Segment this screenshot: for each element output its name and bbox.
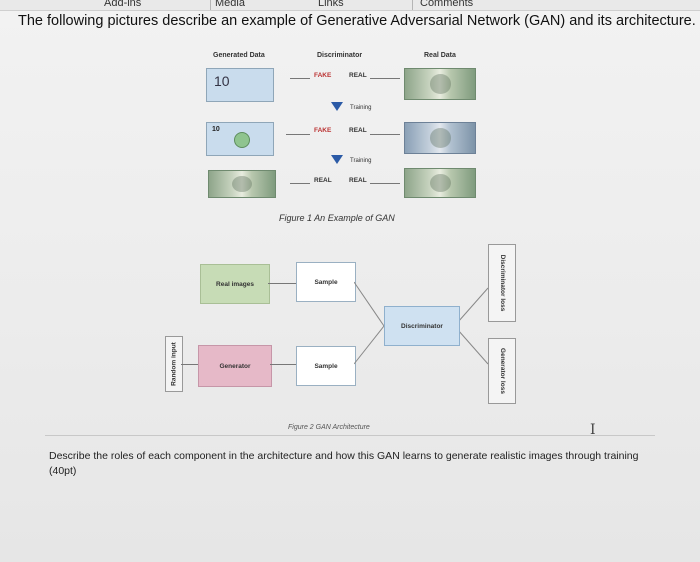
ribbon-tab-bar: Add-ins Media Links Comments	[0, 0, 700, 11]
generator-label: Generator	[219, 362, 251, 370]
discriminator-box: Discriminator	[384, 306, 460, 346]
label-fake: FAKE	[314, 127, 332, 134]
tab-links[interactable]: Links	[318, 0, 344, 9]
divider	[45, 435, 655, 436]
tab-separator	[210, 0, 211, 10]
discriminator-to-loss-line	[457, 329, 489, 365]
real-banknote-image	[404, 68, 476, 100]
generated-sample-1: 10	[206, 68, 274, 102]
tab-comments[interactable]: Comments	[420, 0, 474, 9]
digit-sample: 10	[214, 73, 230, 89]
digit-sample: 10	[212, 126, 220, 133]
question-text: Describe the roles of each component in …	[49, 450, 639, 477]
sample-label: Sample	[314, 362, 338, 370]
connector-line	[290, 183, 310, 184]
figure-2-caption: Figure 2 GAN Architecture	[288, 424, 370, 431]
connector-line	[370, 78, 400, 79]
sample-to-discriminator-line	[354, 325, 385, 365]
col-label-real-data: Real Data	[424, 52, 456, 59]
discriminator-to-loss-line	[457, 287, 489, 323]
col-label-generated-data: Generated Data	[213, 52, 265, 59]
label-real: REAL	[349, 127, 367, 134]
label-real: REAL	[314, 177, 332, 184]
tab-add-ins[interactable]: Add-ins	[104, 0, 142, 9]
discriminator-loss-label: Discriminator loss	[499, 254, 506, 312]
training-arrow-icon	[331, 102, 343, 111]
discriminator-loss-box: Discriminator loss	[488, 244, 516, 322]
generated-banknote-image	[208, 170, 276, 198]
real-images-label: Real images	[216, 280, 254, 288]
connector-line	[290, 78, 310, 79]
sample-to-discriminator-line	[354, 281, 385, 327]
sample-box-top: Sample	[296, 262, 356, 302]
label-fake: FAKE	[314, 72, 332, 79]
label-real: REAL	[349, 72, 367, 79]
generator-loss-label: Generator loss	[499, 348, 506, 394]
label-real: REAL	[349, 177, 367, 184]
page-heading: The following pictures describe an examp…	[18, 13, 696, 29]
discriminator-label: Discriminator	[401, 322, 443, 330]
generated-sample-2: 10	[206, 122, 274, 156]
connector-line	[286, 134, 310, 135]
connector-line	[370, 183, 400, 184]
real-banknote-image	[404, 168, 476, 198]
generator-box: Generator	[198, 345, 272, 387]
connector-line	[181, 364, 198, 365]
connector-line	[270, 364, 296, 365]
generator-loss-box: Generator loss	[488, 338, 516, 404]
sample-label: Sample	[314, 278, 338, 286]
tab-separator	[412, 0, 413, 10]
connector-line	[268, 283, 296, 284]
real-images-box: Real images	[200, 264, 270, 304]
coin-icon	[234, 132, 250, 148]
tab-media[interactable]: Media	[215, 0, 245, 9]
training-arrow-icon	[331, 155, 343, 164]
connector-lines-svg	[354, 281, 489, 365]
connector-line	[370, 134, 400, 135]
real-banknote-image	[404, 122, 476, 154]
label-training: Training	[350, 158, 372, 164]
random-input-label: Random input	[170, 342, 178, 386]
sample-box-bottom: Sample	[296, 346, 356, 386]
col-label-discriminator: Discriminator	[317, 52, 363, 59]
label-training: Training	[350, 105, 372, 111]
text-cursor-icon: I	[590, 422, 596, 438]
figure-1-caption: Figure 1 An Example of GAN	[279, 213, 395, 223]
